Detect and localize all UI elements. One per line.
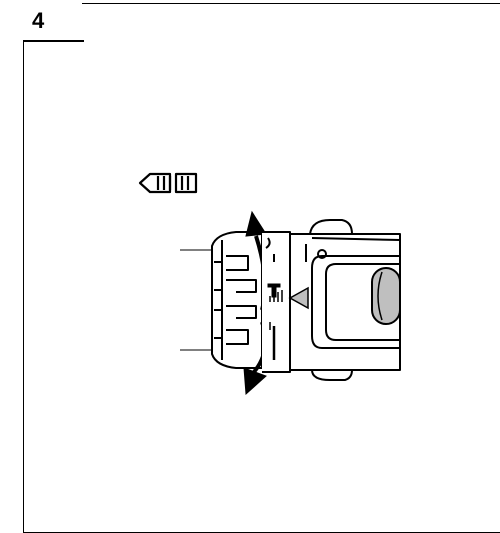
frame-left-rule <box>23 41 24 533</box>
drill-bit-icon <box>269 290 283 302</box>
figure-number: 4 <box>32 8 45 33</box>
frame-top-rule <box>82 3 500 4</box>
figure-number-underline <box>23 40 84 42</box>
mode-selector-button <box>371 267 401 325</box>
drill-housing <box>262 219 401 381</box>
torque-collar <box>211 231 263 369</box>
triangle-pointer-icon <box>288 286 309 310</box>
torque-setting-symbol <box>138 172 198 194</box>
